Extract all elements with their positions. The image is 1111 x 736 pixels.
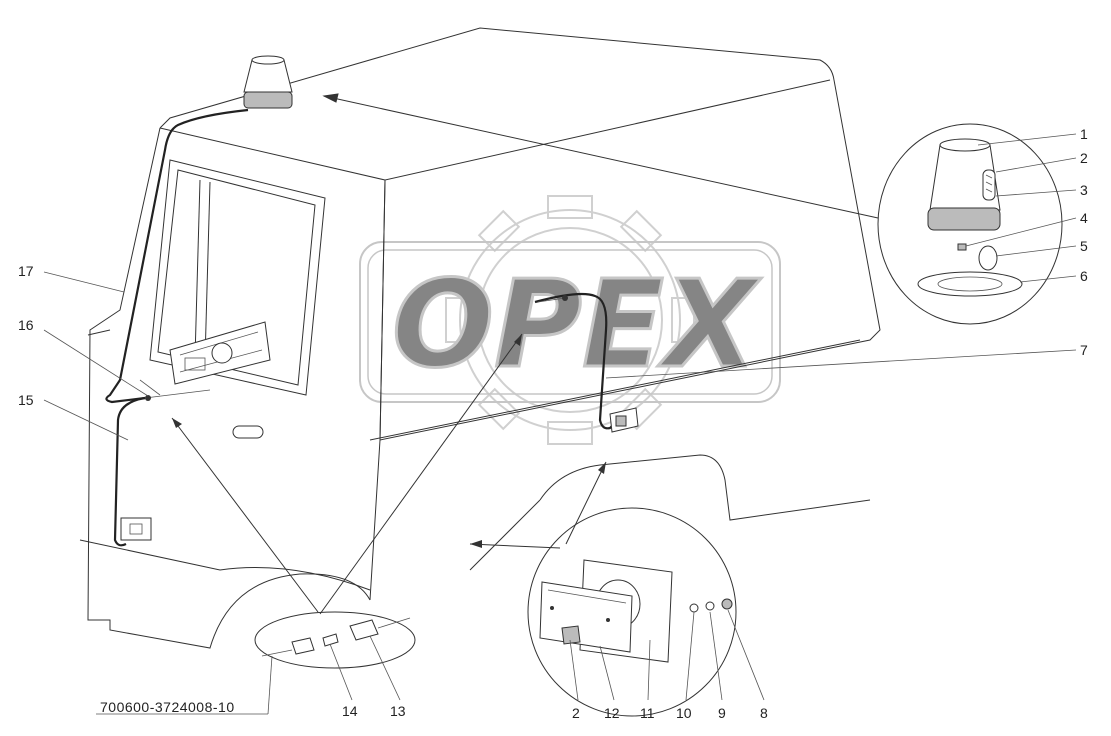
leader-arrows: [171, 93, 879, 615]
roof-beacon: [243, 55, 293, 109]
callout-6: 6: [1080, 268, 1088, 284]
rocker-switch: [120, 517, 152, 541]
callout-16: 16: [18, 317, 34, 333]
callout-2: 2: [1080, 150, 1088, 166]
switch-assemblies: [120, 407, 639, 541]
callout-17: 17: [18, 263, 34, 279]
watermark-frame-outer: [359, 241, 781, 403]
callout-2-plate: 2: [572, 705, 580, 721]
callout-8: 8: [760, 705, 768, 721]
callout-labels: 1 2 3 4 5 6 7 8 9 10 11 12 2 13 14 15 16…: [18, 126, 1088, 721]
watermark-frame-inner: [367, 249, 773, 395]
connector-detail-view: [254, 611, 416, 669]
truck-cab: [79, 27, 881, 649]
beacon-detail-view: [877, 123, 1063, 325]
callout-4: 4: [1080, 210, 1088, 226]
callout-5: 5: [1080, 238, 1088, 254]
door-handle: [232, 425, 264, 439]
callout-13: 13: [390, 703, 406, 719]
callout-leaders: [43, 133, 1077, 715]
callout-7: 7: [1080, 342, 1088, 358]
callout-14: 14: [342, 703, 358, 719]
callout-12: 12: [604, 705, 620, 721]
watermark-text: OPEX: [392, 256, 762, 395]
dashboard-panel: [169, 321, 271, 385]
part-number-label: 700600-3724008-10: [100, 699, 235, 715]
callout-15: 15: [18, 392, 34, 408]
callout-3: 3: [1080, 182, 1088, 198]
plate-detail-view: [527, 507, 737, 717]
watermark: OPEX: [359, 195, 781, 445]
wiring-harness: [105, 108, 619, 547]
callout-10: 10: [676, 705, 692, 721]
callout-11: 11: [640, 705, 655, 721]
callout-1: 1: [1080, 126, 1088, 142]
callout-9: 9: [718, 705, 726, 721]
